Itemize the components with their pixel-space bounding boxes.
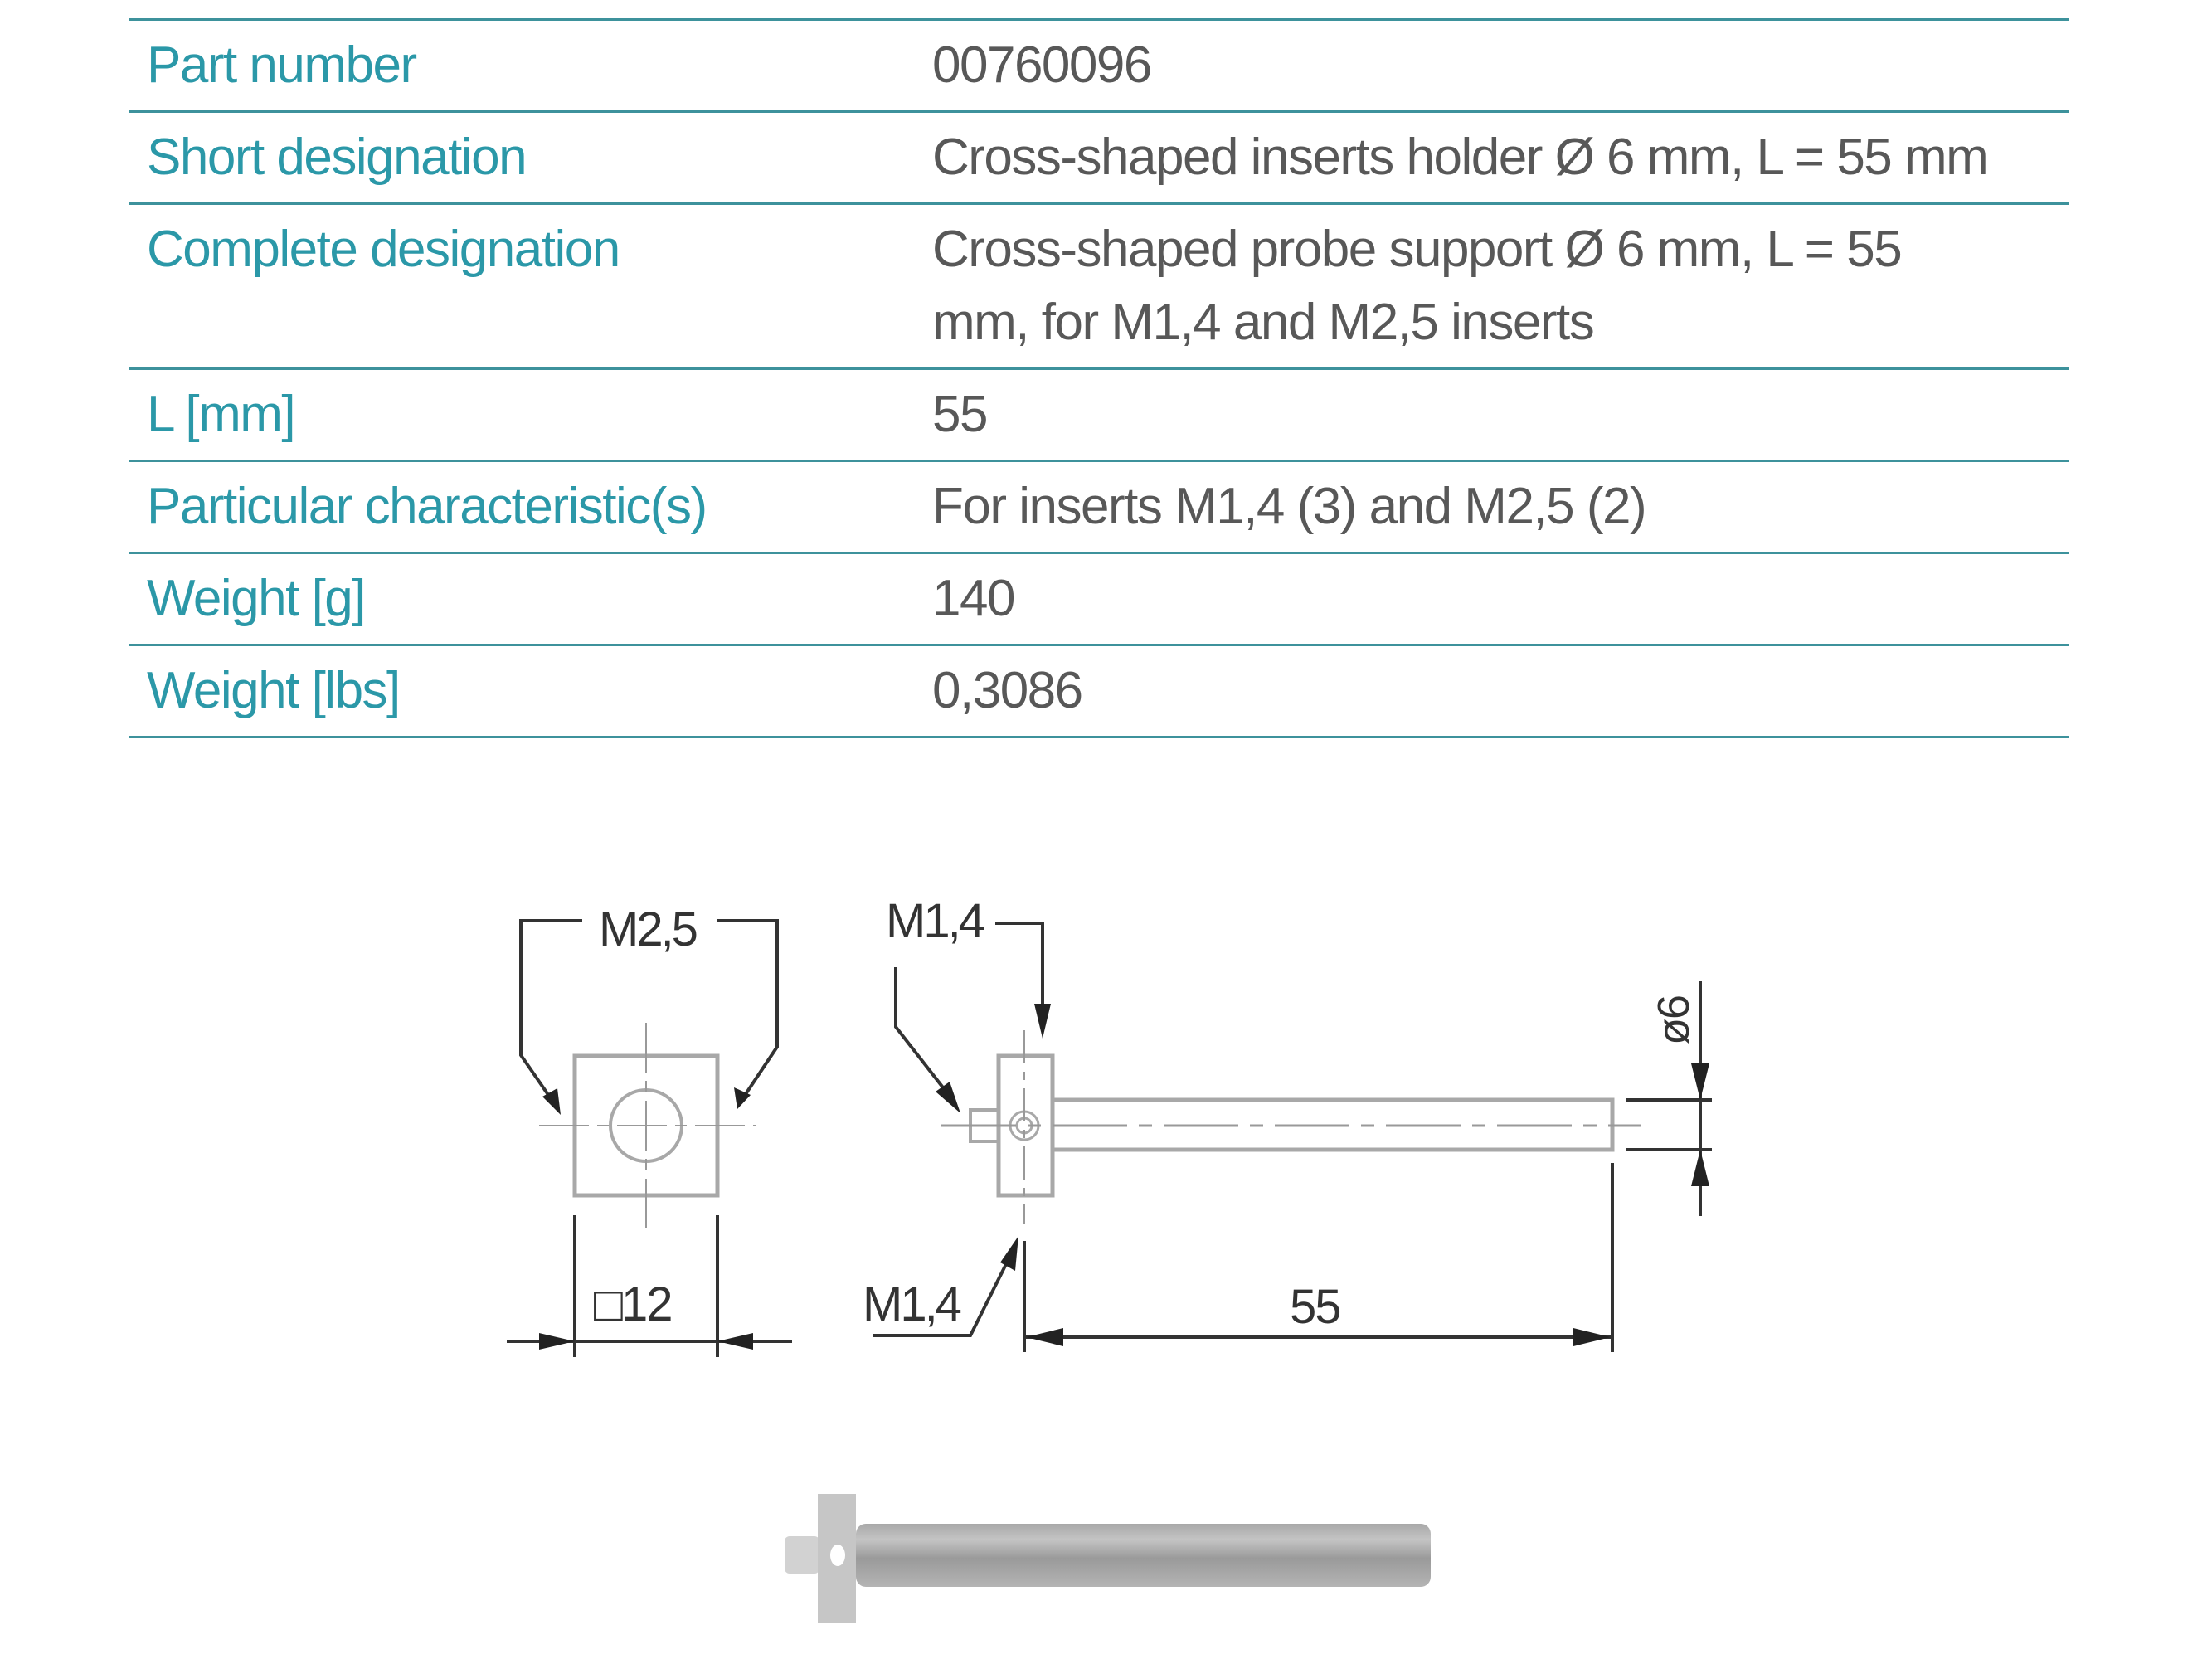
- front-view: M2,5 □12: [507, 902, 792, 1357]
- row-label: Part number: [147, 36, 417, 94]
- row-label: Complete designation: [147, 221, 620, 278]
- thread-label-m1-4-top: M1,4: [886, 894, 984, 948]
- table-row: Weight [g] 140: [129, 553, 2069, 645]
- row-label: Short designation: [147, 129, 527, 186]
- thread-label-m2-5: M2,5: [599, 902, 697, 956]
- row-value: For inserts M1,4 (3) and M2,5 (2): [932, 478, 1647, 535]
- row-value: 0,3086: [932, 662, 1083, 719]
- diameter-dim-label: ø6: [1649, 996, 1699, 1045]
- row-value: Cross-shaped inserts holder Ø 6 mm, L = …: [932, 129, 1989, 186]
- row-value: 140: [932, 570, 1015, 627]
- row-label: L [mm]: [147, 386, 296, 443]
- row-value: Cross-shaped probe support Ø 6 mm, L = 5…: [932, 221, 1903, 351]
- row-value: 00760096: [932, 36, 1152, 94]
- row-value: 55: [932, 386, 988, 443]
- row-label: Weight [lbs]: [147, 662, 401, 719]
- table-row: L [mm] 55: [129, 369, 2069, 461]
- row-label: Weight [g]: [147, 570, 367, 627]
- length-dim-label: 55: [1290, 1280, 1340, 1334]
- product-photo: [785, 1494, 1431, 1623]
- table-row: Particular characteristic(s) For inserts…: [129, 461, 2069, 553]
- table-row: Weight [lbs] 0,3086: [129, 645, 2069, 737]
- side-view: M1,4 M1,4 55 ø6: [863, 894, 1712, 1352]
- table-row: Part number 00760096: [129, 19, 2069, 112]
- spec-table: Part number 00760096 Short designation C…: [129, 18, 2069, 738]
- table-row: Complete designation Cross-shaped probe …: [129, 204, 2069, 369]
- row-label: Particular characteristic(s): [147, 478, 707, 535]
- thread-label-m1-4-bottom: M1,4: [863, 1277, 961, 1331]
- table-row: Short designation Cross-shaped inserts h…: [129, 112, 2069, 204]
- square-dim-label: □12: [594, 1277, 672, 1331]
